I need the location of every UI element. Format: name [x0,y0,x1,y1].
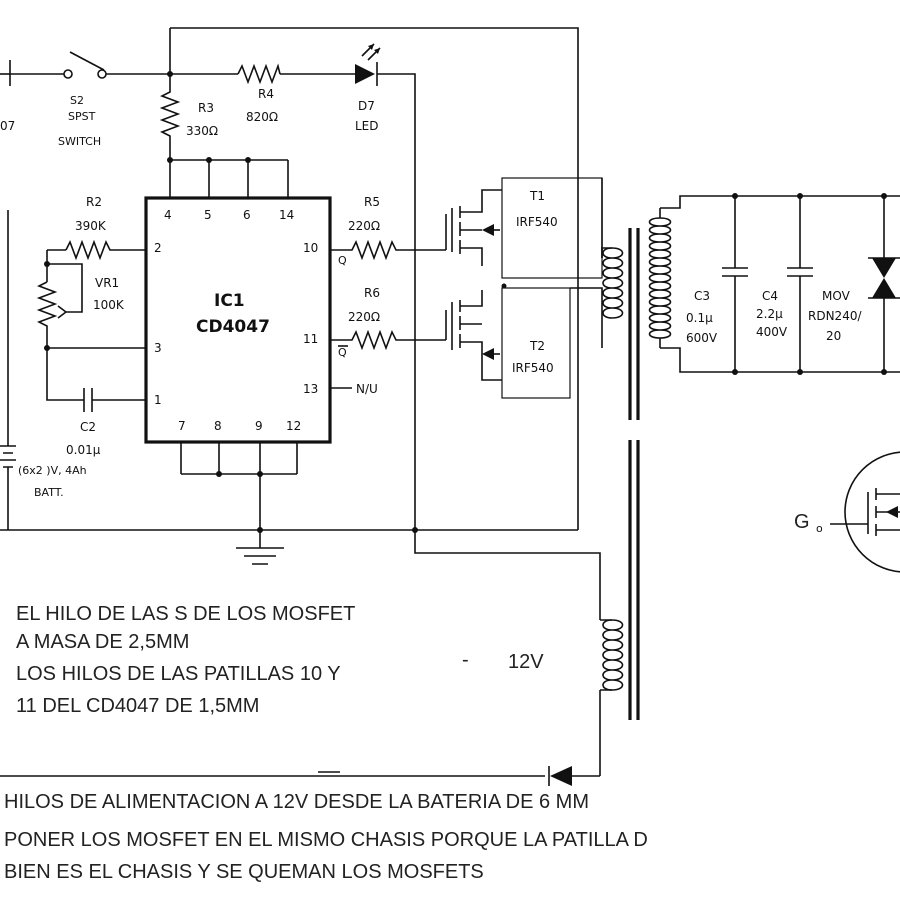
mosfet-t1 [445,177,603,279]
ic1-qbar-label: Q [338,346,347,359]
ic1-part: CD4047 [196,317,270,337]
s2-kind: SWITCH [58,135,101,148]
resistor-r6 [330,329,446,351]
r6-value: 220Ω [348,310,380,324]
d7-type: LED [355,119,379,133]
c4-voltage: 400V [756,325,788,339]
supply-return [0,766,600,786]
battery-label: BATT. [34,486,64,499]
battery [0,210,16,530]
resistor-r5 [330,239,446,261]
battery-spec: (6x2 )V, 4Ah [18,464,87,477]
gate-sub: o [816,522,823,535]
t2-part: IRF540 [512,361,554,375]
ic1-q-label: Q [338,254,347,267]
bottom-note-2: PONER LOS MOSFET EN EL MISMO CHASIS PORQ… [4,829,648,851]
timing-network [36,239,146,412]
ic1-pin-3: 3 [154,341,162,355]
c3-voltage: 600V [686,331,718,345]
s2-ref: S2 [70,94,84,107]
transformer [599,208,672,776]
c4-ref: C4 [762,289,778,303]
t1-ref: T1 [529,189,545,203]
t1-part: IRF540 [516,215,558,229]
ic1-pin-12: 12 [286,419,301,433]
ic1-cd4047 [144,157,332,565]
resistor-r4 [237,63,281,85]
mosfet-t2 [445,283,603,399]
r2-value: 390K [75,219,107,233]
mov-ref: MOV [822,289,851,303]
ground-rail [0,527,601,612]
ic1-pin-9: 9 [255,419,263,433]
note-line-1: EL HILO DE LAS S DE LOS MOSFET [16,603,355,625]
r3-ref: R3 [198,101,214,115]
gate-label: G [794,511,810,533]
output-network [660,193,900,375]
r2-ref: R2 [86,195,102,209]
c4-value: 2.2μ [756,307,783,321]
c2-ref: C2 [80,420,96,434]
ic1-ref: IC1 [214,291,245,311]
note-line-4: 11 DEL CD4047 DE 1,5MM [16,695,259,717]
bottom-notes: HILOS DE ALIMENTACION A 12V DESDE LA BAT… [4,791,648,883]
wiring-notes: EL HILO DE LAS S DE LOS MOSFET A MASA DE… [16,603,355,717]
ic1-pin-1: 1 [154,393,162,407]
c2-value: 0.01μ [66,443,101,457]
c3-value: 0.1μ [686,311,713,325]
resistor-r3 [159,71,181,160]
ic1-pin-13: 13 [303,382,318,396]
diode-partial-label: 07 [0,119,15,133]
ic1-pin-4: 4 [164,208,172,222]
led-d7 [355,43,381,86]
mosfet-pinout [830,451,900,573]
ic1-pin-10: 10 [303,241,318,255]
ic1-pin-6: 6 [243,208,251,222]
r3-value: 330Ω [186,124,218,138]
switch-s2 [63,51,107,79]
ic1-pin-11: 11 [303,332,318,346]
ic1-pin-8: 8 [214,419,222,433]
vr1-value: 100K [93,298,125,312]
supply-dash: - [462,649,469,671]
ic1-pin-5: 5 [204,208,212,222]
d7-ref: D7 [358,99,375,113]
mov-part-line2: 20 [826,329,841,343]
r4-ref: R4 [258,87,274,101]
ic1-nc-label: N/U [356,382,378,396]
note-line-2: A MASA DE 2,5MM [16,631,189,653]
bottom-note-1: HILOS DE ALIMENTACION A 12V DESDE LA BAT… [4,791,589,813]
vr1-ref: VR1 [95,276,119,290]
r5-value: 220Ω [348,219,380,233]
r6-ref: R6 [364,286,380,300]
c3-ref: C3 [694,289,710,303]
r5-ref: R5 [364,195,380,209]
ic1-pin-7: 7 [178,419,186,433]
r4-value: 820Ω [246,110,278,124]
mov-part: RDN240/ [808,309,862,323]
s2-type: SPST [68,110,96,123]
bottom-note-3: BIEN ES EL CHASIS Y SE QUEMAN LOS MOSFET… [4,861,484,883]
ic1-pin-2: 2 [154,241,162,255]
note-line-3: LOS HILOS DE LAS PATILLAS 10 Y [16,663,341,685]
supply-12v-label: 12V [508,651,544,673]
top-rail [0,27,579,530]
ic1-pin-14: 14 [279,208,294,222]
t2-ref: T2 [529,339,545,353]
